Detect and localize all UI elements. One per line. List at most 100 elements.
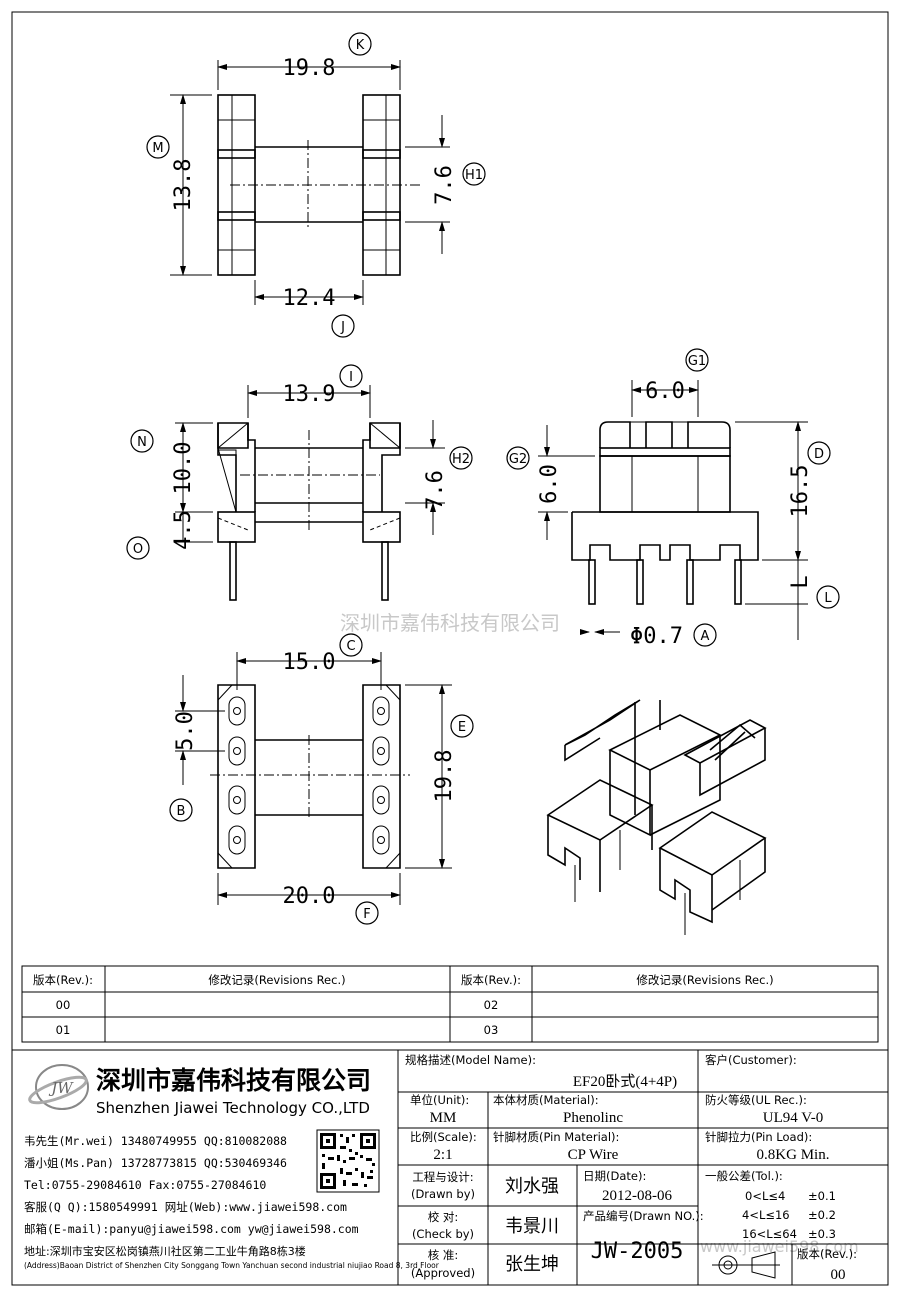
unit-value: MM: [430, 1110, 457, 1126]
tag-c: C: [346, 639, 355, 654]
front-view: 13.9 10.0 4.5 7.6: [171, 382, 448, 601]
tag-h2: H2: [452, 452, 470, 467]
rev-col-left: 版本(Rev.):: [33, 973, 93, 987]
dim-front-upper: 10.0: [171, 442, 196, 495]
rev-row-1-right: 03: [484, 1023, 499, 1037]
check-label: 校 对:: [428, 1210, 459, 1224]
isometric-view: [546, 699, 767, 935]
tag-h1: H1: [465, 168, 483, 183]
pin-load-label: 针脚拉力(Pin Load):: [705, 1130, 812, 1144]
dim-bottom-pitch: 5.0: [173, 711, 198, 751]
scale-label: 比例(Scale):: [410, 1130, 477, 1144]
pin-material-value: CP Wire: [568, 1147, 619, 1163]
scale-value: 2:1: [433, 1147, 452, 1163]
projection-symbol-icon: [712, 1251, 780, 1279]
title-block: 规格描述(Model Name): EF20卧式(4+4P) 客户(Custom…: [398, 1050, 888, 1285]
drawn-label-en: (Drawn by): [411, 1187, 475, 1201]
rev-value: 00: [831, 1267, 846, 1283]
approved-label-en: (Approved): [411, 1266, 475, 1280]
tag-k: K: [356, 38, 365, 53]
tag-g1: G1: [688, 354, 706, 369]
tag-n: N: [137, 435, 147, 450]
dim-front-slot: 7.6: [423, 470, 448, 510]
material-label: 本体材质(Material):: [493, 1093, 599, 1107]
approved-label: 核 准:: [428, 1248, 459, 1262]
pin-load-value: 0.8KG Min.: [757, 1147, 830, 1163]
model-value: EF20卧式(4+4P): [573, 1073, 677, 1090]
company-block: JW 深圳市嘉伟科技有限公司 Shenzhen Jiawei Technolog…: [11, 1049, 889, 1286]
rev-col-right: 版本(Rev.):: [461, 973, 521, 987]
logo-text: JW: [48, 1079, 74, 1097]
qr-code: [316, 1129, 380, 1193]
customer-label: 客户(Customer):: [705, 1053, 797, 1067]
approved-value: 张生坤: [505, 1254, 559, 1275]
rev-row-0-right: 02: [484, 998, 499, 1012]
dim-side-total: 16.5: [788, 465, 813, 518]
dim-top-height: 13.8: [171, 159, 196, 212]
tag-d: D: [814, 447, 824, 462]
dim-bottom-height: 19.8: [432, 750, 457, 803]
tags: K M H1 J I N H2 O G1 G2 D L A C E B F: [126, 32, 840, 925]
material-value: Phenolinc: [563, 1110, 623, 1126]
dim-pin-dia: Φ0.7: [630, 624, 683, 649]
revision-table: 版本(Rev.): 修改记录(Revisions Rec.) 版本(Rev.):…: [21, 965, 879, 1043]
dim-front-lower: 4.5: [171, 510, 196, 550]
contact-line-3: 客服(Q Q):1580549991 网址(Web):www.jiawei598…: [24, 1200, 347, 1214]
contact-line-2: Tel:0755-29084610 Fax:0755-27084610: [24, 1178, 266, 1192]
tag-o: O: [133, 542, 143, 557]
side-view: 6.0 6.0 16.5 L Φ0.7: [537, 379, 813, 649]
bottom-view: 15.0 5.0 19.8 20.0: [173, 650, 457, 909]
dim-front-width: 13.9: [283, 382, 336, 407]
date-label: 日期(Date):: [583, 1169, 646, 1183]
tag-b: B: [177, 804, 186, 819]
dim-side-pin-len: L: [788, 575, 813, 588]
tag-m: M: [152, 141, 163, 156]
contact-line-1: 潘小姐(Ms.Pan) 13728773815 QQ:530469346: [24, 1156, 287, 1170]
drawn-no-label: 产品编号(Drawn NO.):: [583, 1209, 704, 1223]
ul-label: 防火等级(UL Rec.):: [705, 1093, 807, 1107]
rev-label: 版本(Rev.):: [797, 1247, 857, 1261]
tol-row-2-range: 16<L≤64: [742, 1227, 797, 1241]
tol-row-0-range: 0<L≤4: [745, 1189, 785, 1203]
rev-row-1-left: 01: [56, 1023, 71, 1037]
company-name-cn: 深圳市嘉伟科技有限公司: [96, 1066, 371, 1095]
address-cn: 地址:深圳市宝安区松岗镇燕川社区第二工业牛角路8栋3楼: [24, 1244, 306, 1258]
dim-bottom-width: 15.0: [283, 650, 336, 675]
drawn-label: 工程与设计:: [412, 1170, 473, 1184]
top-view: 19.8 13.8 7.6 12.4: [170, 56, 457, 311]
tol-row-1-range: 4<L≤16: [742, 1208, 790, 1222]
tol-row-1-tol: ±0.2: [808, 1208, 836, 1222]
unit-label: 单位(Unit):: [410, 1093, 469, 1107]
watermark-url: www.jiawei598.com: [700, 1237, 859, 1256]
tag-l: L: [824, 591, 832, 606]
dim-side-width: 6.0: [645, 379, 685, 404]
dim-top-gap: 12.4: [283, 286, 336, 311]
rec-col-left: 修改记录(Revisions Rec.): [208, 973, 345, 987]
check-label-en: (Check by): [412, 1227, 474, 1241]
dim-side-height: 6.0: [537, 464, 562, 504]
check-value: 韦景川: [505, 1216, 559, 1237]
rev-row-0-left: 00: [56, 998, 71, 1012]
date-value: 2012-08-06: [602, 1188, 672, 1204]
drawn-no-value: JW-2005: [591, 1239, 684, 1264]
tol-row-2-tol: ±0.3: [808, 1227, 836, 1241]
tol-row-0-tol: ±0.1: [808, 1189, 836, 1203]
watermark-text: 深圳市嘉伟科技有限公司: [340, 611, 560, 635]
tag-j: J: [340, 320, 345, 335]
contact-line-4: 邮箱(E-mail):panyu@jiawei598.com yw@jiawei…: [24, 1222, 359, 1236]
model-label: 规格描述(Model Name):: [405, 1053, 536, 1067]
pin-material-label: 针脚材质(Pin Material):: [493, 1130, 619, 1144]
contact-line-0: 韦先生(Mr.wei) 13480749955 QQ:810082088: [24, 1134, 287, 1148]
address-en: (Address)Baoan District of Shenzhen City…: [24, 1261, 440, 1270]
tag-f: F: [363, 907, 370, 922]
drawn-value: 刘水强: [505, 1176, 559, 1197]
tol-label: 一般公差(Tol.):: [705, 1169, 783, 1183]
company-name-en: Shenzhen Jiawei Technology CO.,LTD: [96, 1099, 370, 1117]
dim-top-slot: 7.6: [432, 165, 457, 205]
tag-a: A: [701, 629, 710, 644]
company-logo: JW: [28, 1064, 89, 1110]
tag-e: E: [458, 720, 466, 735]
tag-i: I: [349, 370, 353, 385]
ul-value: UL94 V-0: [763, 1110, 823, 1126]
